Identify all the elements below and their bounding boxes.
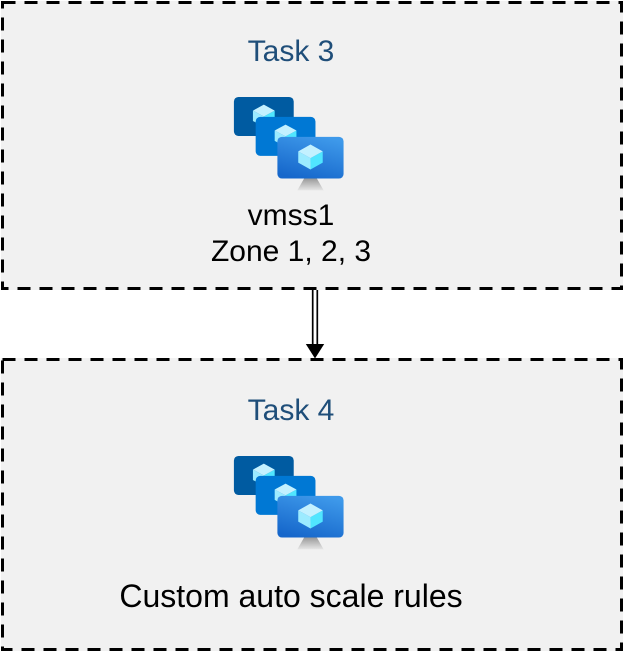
task3-title: Task 3	[247, 35, 335, 68]
vmss-name-label: vmss1	[247, 199, 335, 232]
task4-box: Task 4 Custom auto scale rules	[1, 358, 623, 651]
task4-title: Task 4	[247, 394, 335, 427]
task3-box: Task 3 vmss1 Zone 1, 2, 3	[1, 1, 623, 290]
autoscale-rules-label: Custom auto scale rules	[119, 578, 463, 614]
vm-scale-sets-icon	[233, 96, 349, 194]
vmss-zones-label: Zone 1, 2, 3	[210, 235, 372, 268]
down-arrow	[305, 290, 325, 359]
vm-scale-sets-icon	[233, 455, 349, 553]
task3-labels: vmss1 Zone 1, 2, 3	[211, 198, 371, 270]
